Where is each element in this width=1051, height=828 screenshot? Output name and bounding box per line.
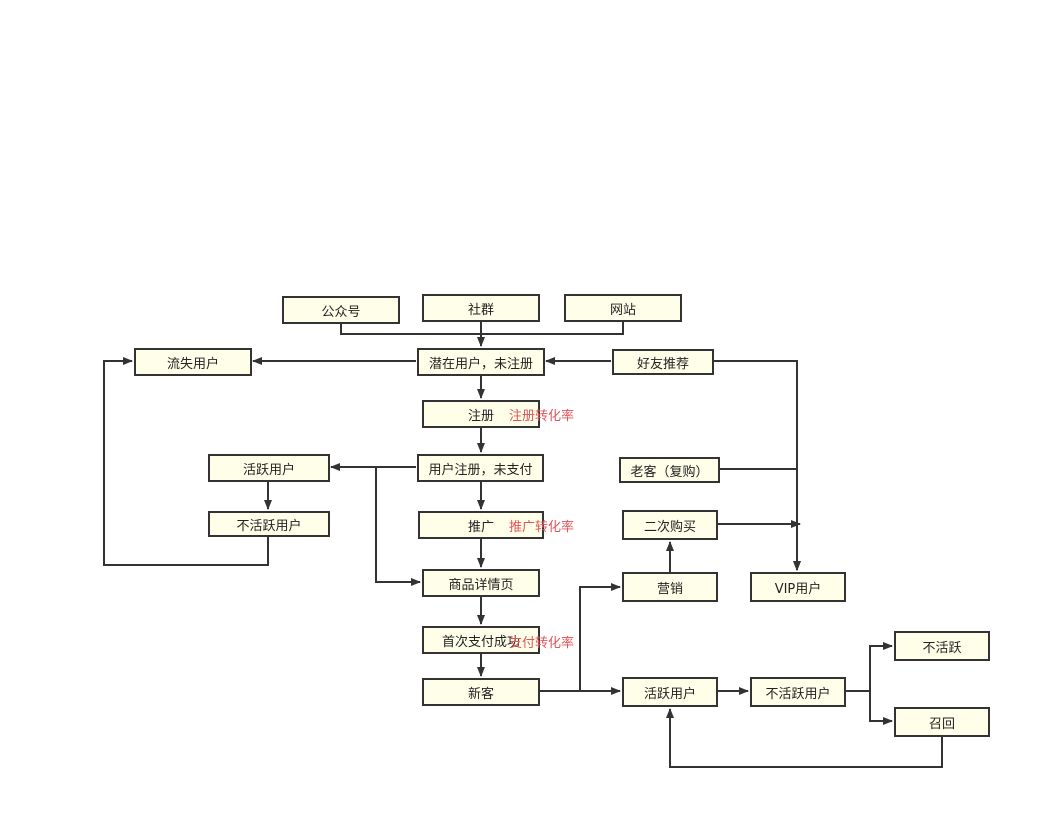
edge-haoyou-vip <box>713 360 801 571</box>
node-zhuce[interactable]: 注册 <box>422 400 540 428</box>
node-huoyue-right[interactable]: 活跃用户 <box>622 677 718 707</box>
rate-zhifu: 支付转化率 <box>509 636 575 651</box>
node-shangpin[interactable]: 商品详情页 <box>422 569 540 597</box>
node-vip[interactable]: VIP用户 <box>750 572 846 602</box>
rate-tuiguang: 推广转化率 <box>509 520 575 535</box>
node-liushi[interactable]: 流失用户 <box>134 348 252 376</box>
edge-wangzhan-qianzai <box>481 321 624 335</box>
edge-buhuoyue-zhaohui <box>869 691 893 725</box>
node-huoyue-left[interactable]: 活跃用户 <box>208 454 330 482</box>
edge-yonghu-shangpin <box>375 467 421 586</box>
edge-gongzhonghao-qianzai <box>340 323 481 335</box>
node-shequn[interactable]: 社群 <box>422 294 540 322</box>
edge-buhuoyue-liushi <box>103 357 269 566</box>
rate-zhuce: 注册转化率 <box>509 409 575 424</box>
node-erci[interactable]: 二次购买 <box>622 510 718 540</box>
node-haoyou[interactable]: 好友推荐 <box>612 349 714 375</box>
node-shouci[interactable]: 首次支付成功 <box>422 626 540 654</box>
node-yonghu-zhuce[interactable]: 用户注册，未支付 <box>417 454 544 482</box>
edge-buhuoyue-buhuoyue-end <box>845 642 893 692</box>
node-yingxiao[interactable]: 营销 <box>622 572 718 602</box>
node-tuiguang[interactable]: 推广 <box>418 511 544 539</box>
node-wangzhan[interactable]: 网站 <box>564 294 682 322</box>
node-buhuoyue-left[interactable]: 不活跃用户 <box>208 511 330 537</box>
edge-laoke-vip <box>720 468 801 571</box>
node-buhuoyue-end[interactable]: 不活跃 <box>894 631 990 661</box>
node-buhuoyue-right[interactable]: 不活跃用户 <box>750 677 846 707</box>
edge-zhaohui-huoyue-right <box>666 708 943 768</box>
node-qianzai[interactable]: 潜在用户，未注册 <box>417 348 545 376</box>
node-zhaohui[interactable]: 召回 <box>894 707 990 737</box>
node-gongzhonghao[interactable]: 公众号 <box>282 296 400 324</box>
node-laoke[interactable]: 老客（复购） <box>619 457 720 483</box>
node-xinke[interactable]: 新客 <box>422 678 540 706</box>
